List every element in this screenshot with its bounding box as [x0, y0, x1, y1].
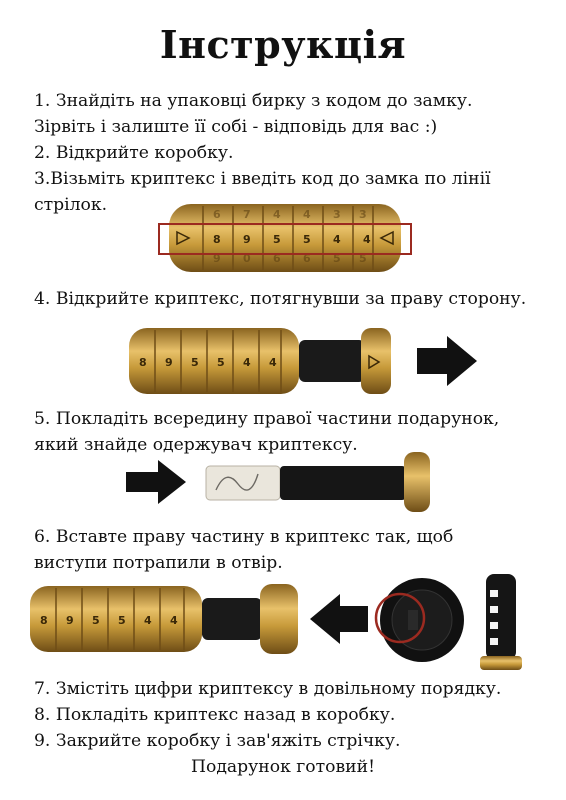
arrow-left-icon — [310, 594, 368, 644]
insert-gift-illustration — [126, 452, 430, 512]
svg-text:5: 5 — [333, 252, 341, 265]
page-title: Інструкція — [159, 22, 407, 67]
step-3-line-1: 3.Візьміть криптекс і введіть код до зам… — [34, 169, 491, 189]
code-digit: 4 — [144, 614, 152, 627]
step-5-line-2: який знайде одержувач криптексу. — [34, 435, 358, 455]
svg-text:3: 3 — [333, 208, 341, 221]
step-3-line-2: стрілок. — [34, 195, 108, 215]
code-digit: 5 — [92, 614, 100, 627]
step-1-line-1: 1. Знайдіть на упаковці бирку з кодом до… — [34, 91, 473, 111]
svg-text:3: 3 — [359, 208, 367, 221]
step-2: 2. Відкрийте коробку. — [34, 143, 234, 163]
step-6-line-1: 6. Вставте праву частину в криптекс так,… — [34, 527, 454, 547]
svg-text:6: 6 — [213, 208, 221, 221]
code-digit: 4 — [333, 233, 341, 246]
code-digit: 5 — [118, 614, 126, 627]
code-digit: 9 — [243, 233, 251, 246]
slot-highlight-circle — [374, 592, 426, 644]
svg-text:7: 7 — [243, 208, 251, 221]
arrow-right-icon — [417, 336, 477, 386]
code-digit: 9 — [165, 356, 173, 369]
svg-text:0: 0 — [243, 252, 251, 265]
code-highlight-frame — [158, 223, 412, 255]
step-5-line-1: 5. Покладіть всередину правої частини по… — [34, 409, 500, 429]
code-digit: 5 — [191, 356, 199, 369]
code-digit: 5 — [217, 356, 225, 369]
step-7: 7. Змістіть цифри криптексу в довільному… — [34, 679, 502, 699]
code-digit: 4 — [243, 356, 251, 369]
step-9: 9. Закрийте коробку і зав'яжіть стрічку. — [34, 731, 401, 751]
code-digit: 4 — [170, 614, 178, 627]
step-8: 8. Покладіть криптекс назад в коробку. — [34, 705, 396, 725]
svg-text:9: 9 — [213, 252, 221, 265]
svg-text:6: 6 — [303, 252, 311, 265]
code-digit: 5 — [303, 233, 311, 246]
svg-text:4: 4 — [273, 208, 281, 221]
insert-part-illustration: 8 9 5 5 4 4 — [30, 574, 522, 670]
step-4: 4. Відкрийте криптекс, потягнувши за пра… — [34, 289, 527, 309]
svg-text:6: 6 — [273, 252, 281, 265]
code-digit: 4 — [269, 356, 277, 369]
code-digit: 9 — [66, 614, 74, 627]
cryptex-closed-illustration: 6 7 4 4 3 3 9 0 6 6 5 5 8 9 5 5 4 4 — [158, 204, 412, 272]
code-digit: 4 — [363, 233, 371, 246]
svg-text:4: 4 — [303, 208, 311, 221]
cryptex-open-illustration: 8 9 5 5 4 4 — [129, 328, 477, 394]
code-digit: 8 — [139, 356, 147, 369]
step-1-line-2: Зірвіть і залиште її собі - відповідь дл… — [34, 117, 438, 137]
svg-text:5: 5 — [359, 252, 367, 265]
code-digit: 8 — [40, 614, 48, 627]
code-digit: 8 — [213, 233, 221, 246]
step-6-line-2: виступи потрапили в отвір. — [34, 553, 283, 573]
code-digit: 5 — [273, 233, 281, 246]
final-line: Подарунок готовий! — [191, 757, 375, 777]
arrow-right-icon-2 — [126, 460, 186, 504]
